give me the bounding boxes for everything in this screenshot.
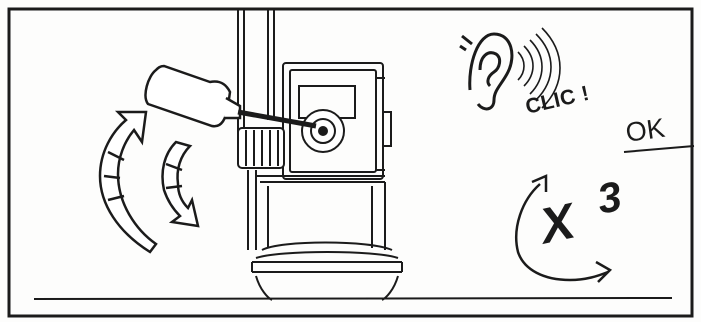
support-column bbox=[237, 10, 275, 250]
ear-icon bbox=[459, 32, 514, 111]
ok-underline bbox=[623, 145, 695, 153]
frame-border bbox=[7, 7, 694, 318]
instrument-base bbox=[251, 241, 403, 301]
ok-text: OK bbox=[623, 112, 667, 148]
knob bbox=[237, 127, 285, 169]
floor-line bbox=[33, 297, 673, 300]
rotate-arrows-icon bbox=[98, 110, 200, 254]
circular-arrow-icon bbox=[515, 174, 613, 283]
bottle-icon bbox=[144, 64, 317, 129]
dial bbox=[301, 109, 345, 153]
sound-waves-icon bbox=[517, 27, 561, 109]
